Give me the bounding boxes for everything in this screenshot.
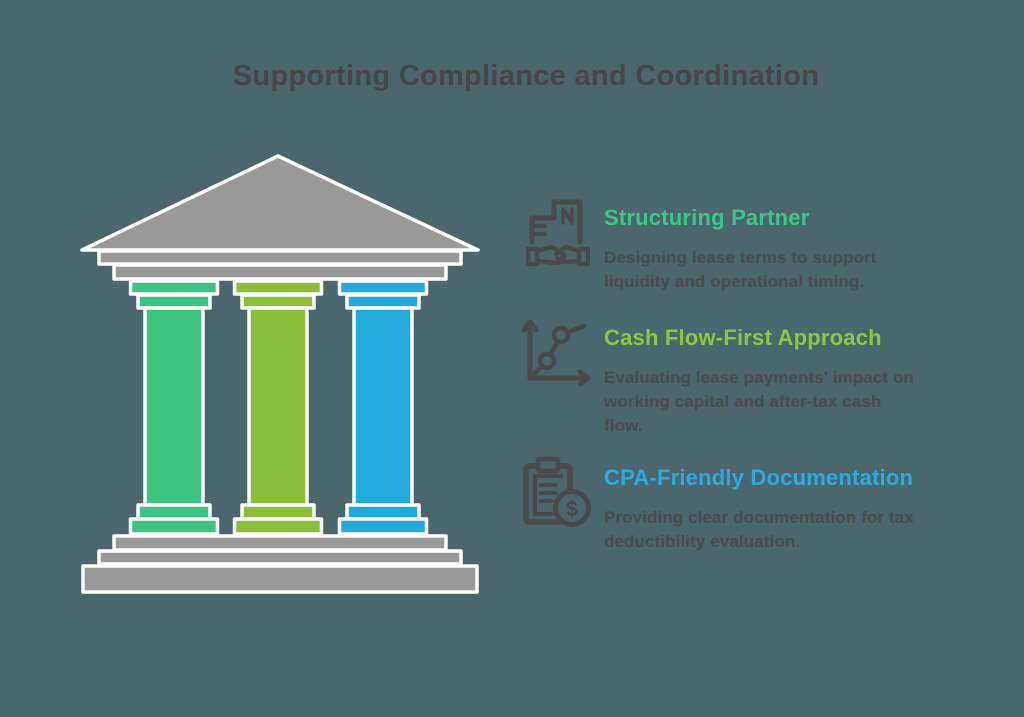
pillar-lime xyxy=(232,279,324,536)
dollar-symbol: $ xyxy=(566,498,578,521)
step-middle xyxy=(97,549,463,566)
list-item-cash-flow-first: Cash Flow-First Approach Evaluating leas… xyxy=(518,316,950,438)
pediment xyxy=(80,154,480,252)
step-top xyxy=(112,534,448,552)
item-text: Cash Flow-First Approach Evaluating leas… xyxy=(604,316,950,438)
item-heading: Cash Flow-First Approach xyxy=(604,325,882,350)
item-description: Designing lease terms to support liquidi… xyxy=(604,248,877,291)
item-text: CPA-Friendly Documentation Providing cle… xyxy=(604,456,950,554)
item-description: Providing clear documentation for tax de… xyxy=(604,508,914,551)
item-heading: Structuring Partner xyxy=(604,205,810,230)
clipboard-dollar-icon: $ xyxy=(518,456,598,554)
line-chart-icon xyxy=(518,316,598,438)
entablature-top xyxy=(97,249,463,266)
list-item-cpa-documentation: $ CPA-Friendly Documentation Providing c… xyxy=(518,456,950,554)
page-title: Supporting Compliance and Coordination xyxy=(232,60,820,92)
item-text: Structuring Partner Designing lease term… xyxy=(604,196,950,294)
item-description: Evaluating lease payments' impact on wor… xyxy=(604,368,914,435)
step-bottom xyxy=(81,564,479,594)
entablature-bottom xyxy=(112,263,448,281)
temple-illustration xyxy=(80,154,480,594)
buildings-handshake-icon xyxy=(518,196,598,294)
pillar-blue xyxy=(337,279,429,536)
item-heading: CPA-Friendly Documentation xyxy=(604,465,914,490)
pillar-green xyxy=(128,279,220,536)
list-item-structuring-partner: Structuring Partner Designing lease term… xyxy=(518,196,950,294)
